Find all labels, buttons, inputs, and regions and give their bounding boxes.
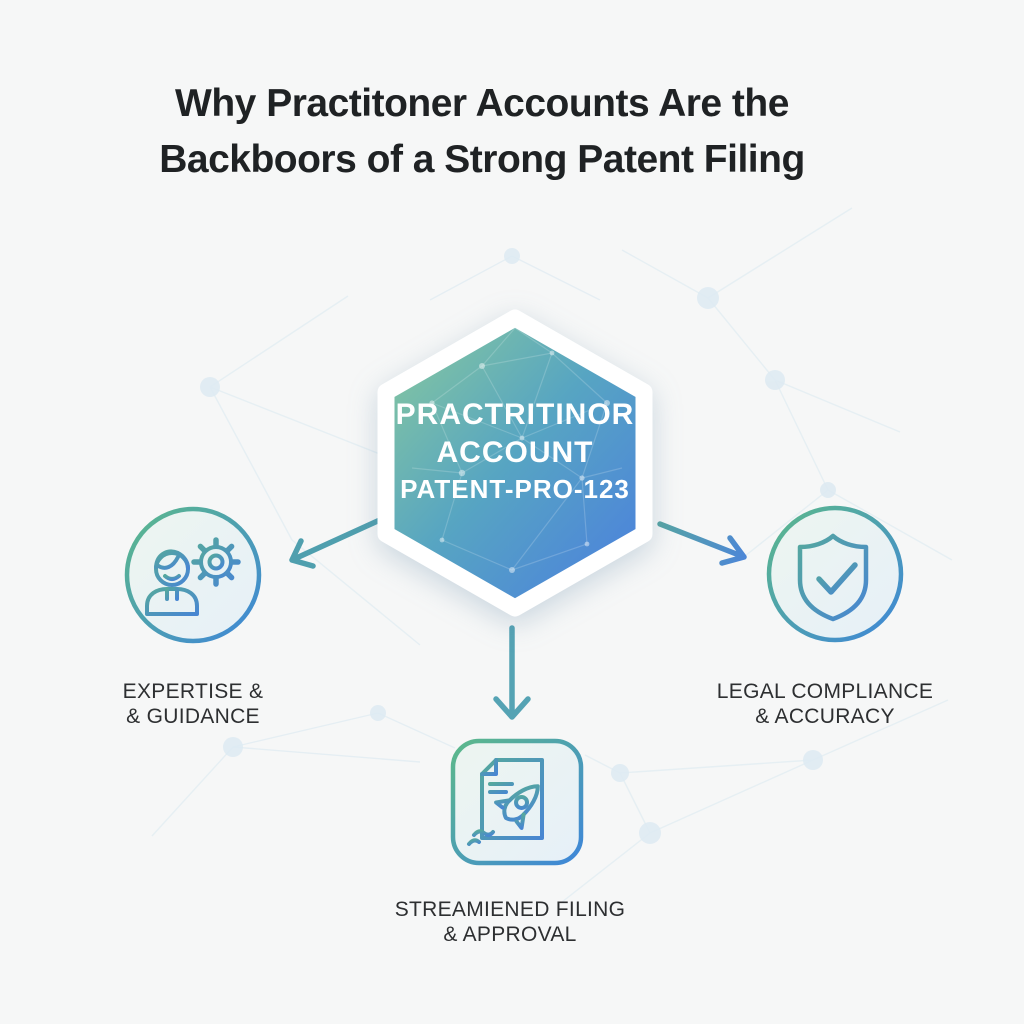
expertise-label-line1: EXPERTISE & <box>122 680 264 703</box>
hexagon-text: PRACTRITINOR ACCOUNT PATENT-PRO-123 <box>372 396 658 506</box>
filing-label-line2: & APPROVAL <box>443 923 577 946</box>
hexagon-text-line3: PATENT-PRO-123 <box>400 474 630 504</box>
arrow-left-icon <box>289 516 385 569</box>
filing-label: STREAMIENED FILING & APPROVAL <box>390 897 630 947</box>
filing-node <box>450 738 584 866</box>
hexagon-shape <box>377 309 653 617</box>
central-hexagon-card: PRACTRITINOR ACCOUNT PATENT-PRO-123 <box>372 308 658 618</box>
shield-check-icon <box>766 505 904 643</box>
filing-label-line1: STREAMIENED FILING <box>394 898 626 921</box>
hexagon-text-line1: PRACTRITINOR <box>395 398 635 431</box>
compliance-label-line1: LEGAL COMPLIANCE <box>716 680 934 703</box>
compliance-label-line2: & ACCURACY <box>755 705 895 728</box>
document-rocket-icon <box>450 738 584 866</box>
expertise-label: EXPERTISE & & GUIDANCE <box>73 679 313 729</box>
compliance-node <box>765 504 905 644</box>
expertise-node <box>123 505 263 645</box>
compliance-label: LEGAL COMPLIANCE & ACCURACY <box>705 679 945 729</box>
hexagon-text-line2: ACCOUNT <box>436 436 594 469</box>
arrow-right-icon <box>657 521 747 566</box>
page-title-line2: Backboors of a Strong Patent Filing <box>159 138 805 181</box>
page-title: Why Practitoner Accounts Are the Backboo… <box>62 76 902 188</box>
person-gear-icon <box>124 506 262 644</box>
arrow-down-icon <box>493 625 531 720</box>
hexagon-inner-mesh <box>411 327 623 573</box>
expertise-label-line2: & GUIDANCE <box>126 705 260 728</box>
page-title-line1: Why Practitoner Accounts Are the <box>175 82 789 125</box>
